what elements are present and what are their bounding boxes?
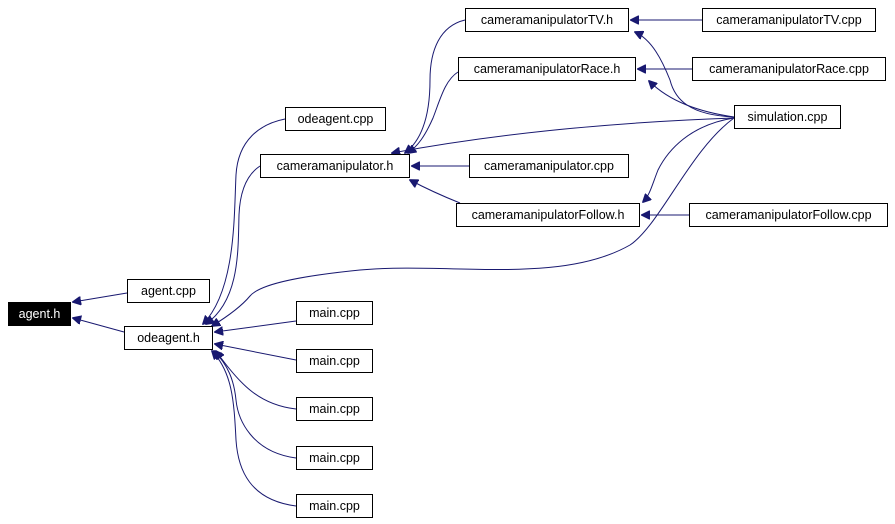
- edge-cameramanipulator-h-to-odeagent-h: [206, 165, 261, 324]
- edge-cam-race-h-to-cam-h: [408, 71, 459, 153]
- edge-main-5-to-odeagent-h: [212, 351, 297, 507]
- edge-main-1-to-odeagent-h: [215, 320, 297, 332]
- edge-agent-cpp-to-agent-h: [73, 292, 128, 302]
- node-cameramanipulator-follow-h[interactable]: cameramanipulatorFollow.h: [456, 203, 640, 227]
- node-main-cpp-1[interactable]: main.cpp: [296, 301, 373, 325]
- edge-simulation-cpp-to-odeagent-h: [212, 117, 735, 326]
- node-cameramanipulator-race-cpp[interactable]: cameramanipulatorRace.cpp: [692, 57, 886, 81]
- node-cameramanipulator-tv-h[interactable]: cameramanipulatorTV.h: [465, 8, 629, 32]
- edge-main-2-to-odeagent-h: [215, 344, 297, 361]
- edge-layer: [73, 19, 735, 507]
- node-agent-cpp[interactable]: agent.cpp: [127, 279, 210, 303]
- node-cameramanipulator-h[interactable]: cameramanipulator.h: [260, 154, 410, 178]
- node-cameramanipulator-tv-cpp[interactable]: cameramanipulatorTV.cpp: [702, 8, 876, 32]
- edge-simulation-cpp-to-cam-h: [392, 117, 735, 153]
- node-main-cpp-4[interactable]: main.cpp: [296, 446, 373, 470]
- edge-main-3-to-odeagent-h: [216, 351, 297, 410]
- node-main-cpp-3[interactable]: main.cpp: [296, 397, 373, 421]
- node-cameramanipulator-follow-cpp[interactable]: cameramanipulatorFollow.cpp: [689, 203, 888, 227]
- node-odeagent-cpp[interactable]: odeagent.cpp: [285, 107, 386, 131]
- edge-simulation-cpp-to-cam-race-h: [649, 81, 735, 118]
- node-main-cpp-5[interactable]: main.cpp: [296, 494, 373, 518]
- node-agent-h: agent.h: [8, 302, 71, 326]
- edge-cam-follow-h-to-cam-h: [410, 180, 461, 204]
- node-cameramanipulator-race-h[interactable]: cameramanipulatorRace.h: [458, 57, 636, 81]
- edge-simulation-cpp-to-cam-tv-h: [635, 32, 735, 118]
- edge-odeagent-cpp-to-odeagent-h: [203, 118, 286, 324]
- node-main-cpp-2[interactable]: main.cpp: [296, 349, 373, 373]
- edge-odeagent-h-to-agent-h: [73, 318, 125, 333]
- edge-cam-tv-h-to-cam-h: [405, 19, 466, 153]
- node-simulation-cpp[interactable]: simulation.cpp: [734, 105, 841, 129]
- edge-main-4-to-odeagent-h: [214, 351, 297, 459]
- edge-simulation-cpp-to-cam-follow-h: [643, 117, 735, 202]
- node-odeagent-h[interactable]: odeagent.h: [124, 326, 213, 350]
- node-cameramanipulator-cpp[interactable]: cameramanipulator.cpp: [469, 154, 629, 178]
